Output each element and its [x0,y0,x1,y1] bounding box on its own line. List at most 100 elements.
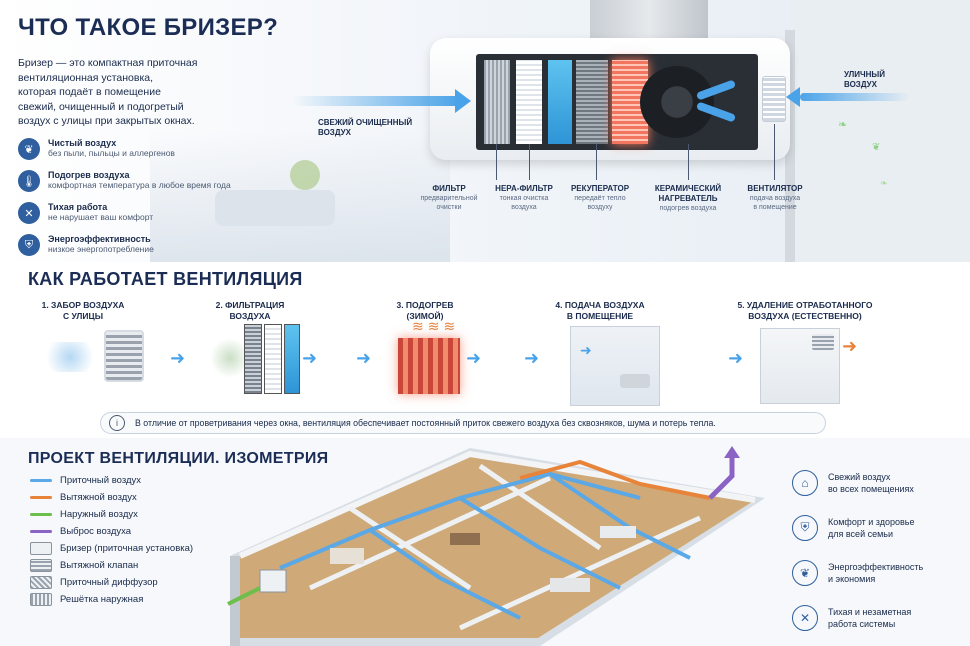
info-icon: i [109,415,125,431]
breezer-icon [30,542,52,555]
house-icon: ⌂ [792,469,818,496]
legend-item: Вытяжной клапан [30,557,230,574]
legend-item: Решётка наружная [30,591,230,608]
exhaust-valve-icon [30,559,52,572]
discharge-arrowhead [724,446,740,458]
leader-line [529,144,530,180]
recuperator [576,60,608,144]
info-note-text: В отличие от проветривания через окна, в… [135,418,716,428]
discharge-line-swatch [30,530,52,533]
isometric-floor-plan [227,446,765,646]
fresh-air-arrow [292,96,460,106]
wall-edge [785,30,795,262]
sofa-image [215,190,335,226]
leader-line [596,144,597,180]
breezer-unit [259,569,287,593]
step-title: 3. ПОДОГРЕВ(ЗИМОЙ) [396,300,454,321]
inner-wall [308,475,552,591]
leader-line [774,124,775,180]
street-air-arrow [800,93,910,101]
plant-image [290,160,320,190]
leaf-icon: ❦ [872,142,881,153]
supply-duct [368,528,521,620]
heat-waves-icon: ≋≋≋ [412,318,460,334]
supply-line-swatch [30,479,52,482]
hepa-layer [264,324,282,394]
section-title: КАК РАБОТАЕТ ВЕНТИЛЯЦИЯ [28,269,303,289]
mute-speaker-icon: ✕ [18,202,40,224]
inner-wall [478,463,602,551]
heater-icon [398,338,460,394]
legend-item: Выброс воздуха [30,523,230,540]
grille-icon [30,593,52,606]
flow-arrow-icon: ➜ [170,348,186,368]
leaf-icon: ❧ [838,119,848,131]
shield-heart-icon: ⛨ [792,514,818,541]
carbon-filter [548,60,572,144]
legend-item: Наружный воздух [30,506,230,523]
discharge-duct [708,452,735,500]
mute-speaker-icon: ✕ [792,604,818,631]
exhaust-valve-icon [812,334,834,350]
diffuser-icon [30,576,52,589]
pre-filter [484,60,510,144]
ventilation-project-section: ПРОЕКТ ВЕНТИЛЯЦИИ. ИЗОМЕТРИЯ Приточный в… [0,438,970,646]
intake-grille [762,76,786,122]
legend-item: Вытяжной воздух [30,489,230,506]
leaf-icon: ❧ [880,178,888,188]
leaf-icon: ❦ [18,138,40,160]
inner-wall [348,505,472,591]
outdoor-line-swatch [30,513,52,516]
what-is-breezer-section: ЧТО ТАКОЕ БРИЗЕР? Бризер — это компактна… [0,0,970,262]
legend-item: Приточный воздух [30,472,230,489]
leaf-icon: ❦ [792,559,818,586]
outdoor-duct [227,586,261,606]
carbon-layer [284,324,300,394]
filter-layer [244,324,262,394]
legend-item: Приточный диффузор [30,574,230,591]
how-ventilation-works-section: КАК РАБОТАЕТ ВЕНТИЛЯЦИЯ 1. ЗАБОР ВОЗДУХА… [0,262,970,438]
flow-arrow-icon: ➜ [524,348,540,368]
outer-wall-top [238,450,756,559]
dust-particles [210,338,250,378]
exhaust-line-swatch [30,496,52,499]
wall-top [590,0,708,40]
leader-line [688,144,689,180]
outside-area [790,0,970,262]
legend-item: Бризер (приточная установка) [30,540,230,557]
fresh-air-arrowhead [455,89,471,113]
flow-arrow-icon: ➜ [466,348,482,368]
section-title: ПРОЕКТ ВЕНТИЛЯЦИИ. ИЗОМЕТРИЯ [28,450,329,467]
bed [330,548,364,564]
exhaust-duct [519,459,711,500]
thermometer-icon: 🌡 [18,170,40,192]
flow-arrow-icon: ➜ [728,348,744,368]
intake-grille-icon [104,330,144,382]
kitchen [600,526,636,538]
flow-arrow-icon: ➜ [580,342,592,358]
flow-arrow-icon: ➜ [356,348,372,368]
table [450,533,480,545]
sofa [550,578,590,592]
info-note: i В отличие от проветривания через окна,… [100,412,826,434]
leader-line [496,144,497,180]
